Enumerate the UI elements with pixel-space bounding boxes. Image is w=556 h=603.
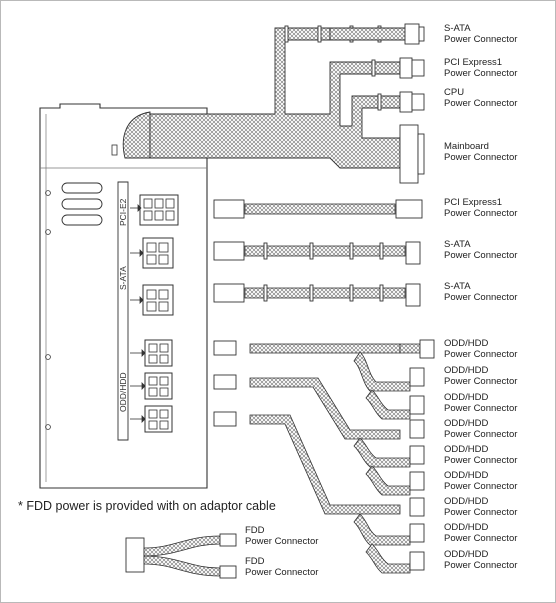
connector-name: Mainboard (444, 141, 489, 152)
connector-label: ODD/HDD Power Connector (444, 496, 518, 518)
connector-name: PCI Express1 (444, 197, 503, 208)
panel-label-sata: S-ATA (118, 266, 128, 290)
connector-label: ODD/HDD Power Connector (444, 338, 518, 360)
connector-desc: Power Connector (444, 454, 518, 466)
connector-name: ODD/HDD (444, 365, 489, 376)
connector-desc: Power Connector (444, 532, 518, 544)
connector-label: CPU Power Connector (444, 87, 518, 109)
fixed-cable-harness (149, 25, 406, 169)
connector-desc: Power Connector (444, 249, 518, 261)
panel-label-oddhdd: ODD/HDD (118, 372, 128, 412)
connector-label: ODD/HDD Power Connector (444, 444, 518, 466)
connector-desc: Power Connector (444, 480, 518, 492)
connector-label: ODD/HDD Power Connector (444, 470, 518, 492)
connector-label: S-ATA Power Connector (444, 281, 518, 303)
fdd-label: FDD Power Connector (245, 556, 319, 578)
connector-desc: Power Connector (444, 428, 518, 440)
connector-desc: Power Connector (444, 402, 518, 414)
connector-label: ODD/HDD Power Connector (444, 418, 518, 440)
connector-desc: Power Connector (444, 506, 518, 518)
fdd-adaptor (125, 533, 237, 579)
panel-label-pcie: PCI-E2 (118, 198, 128, 226)
fdd-desc: Power Connector (245, 566, 319, 578)
connector-desc: Power Connector (444, 151, 518, 163)
connector-label: PCI Express1 Power Connector (444, 197, 518, 219)
connector-label: ODD/HDD Power Connector (444, 549, 518, 571)
connector-label: ODD/HDD Power Connector (444, 522, 518, 544)
right-connectors (399, 23, 425, 184)
connector-name: CPU (444, 87, 465, 98)
connector-label: S-ATA Power Connector (444, 23, 518, 45)
connector-name: PCI Express1 (444, 57, 503, 68)
connector-label: ODD/HDD Power Connector (444, 365, 518, 387)
connector-label: S-ATA Power Connector (444, 239, 518, 261)
fdd-name: FDD (245, 525, 265, 536)
connector-name: ODD/HDD (444, 338, 489, 349)
connector-name: ODD/HDD (444, 392, 489, 403)
connector-desc: Power Connector (444, 97, 518, 109)
connector-name: ODD/HDD (444, 470, 489, 481)
psu-body (39, 103, 208, 489)
connector-name: ODD/HDD (444, 418, 489, 429)
panel-arrows (130, 204, 146, 423)
connector-name: S-ATA (444, 281, 471, 292)
connector-label: Mainboard Power Connector (444, 141, 518, 163)
connector-name: ODD/HDD (444, 496, 489, 507)
fdd-label: FDD Power Connector (245, 525, 319, 547)
fdd-name: FDD (245, 556, 265, 567)
connector-label: ODD/HDD Power Connector (444, 392, 518, 414)
connector-label: PCI Express1 Power Connector (444, 57, 518, 79)
fdd-desc: Power Connector (245, 535, 319, 547)
connector-desc: Power Connector (444, 348, 518, 360)
modular-cables (213, 199, 435, 574)
connector-desc: Power Connector (444, 207, 518, 219)
connector-name: ODD/HDD (444, 549, 489, 560)
connector-name: S-ATA (444, 239, 471, 250)
connector-name: ODD/HDD (444, 522, 489, 533)
fdd-note: * FDD power is provided with on adaptor … (18, 499, 276, 513)
panel-connectors (139, 194, 179, 433)
odd-chain (353, 343, 421, 574)
connector-desc: Power Connector (444, 375, 518, 387)
connector-desc: Power Connector (444, 67, 518, 79)
connector-desc: Power Connector (444, 291, 518, 303)
connector-name: ODD/HDD (444, 444, 489, 455)
connector-desc: Power Connector (444, 559, 518, 571)
connector-desc: Power Connector (444, 33, 518, 45)
connector-name: S-ATA (444, 23, 471, 34)
